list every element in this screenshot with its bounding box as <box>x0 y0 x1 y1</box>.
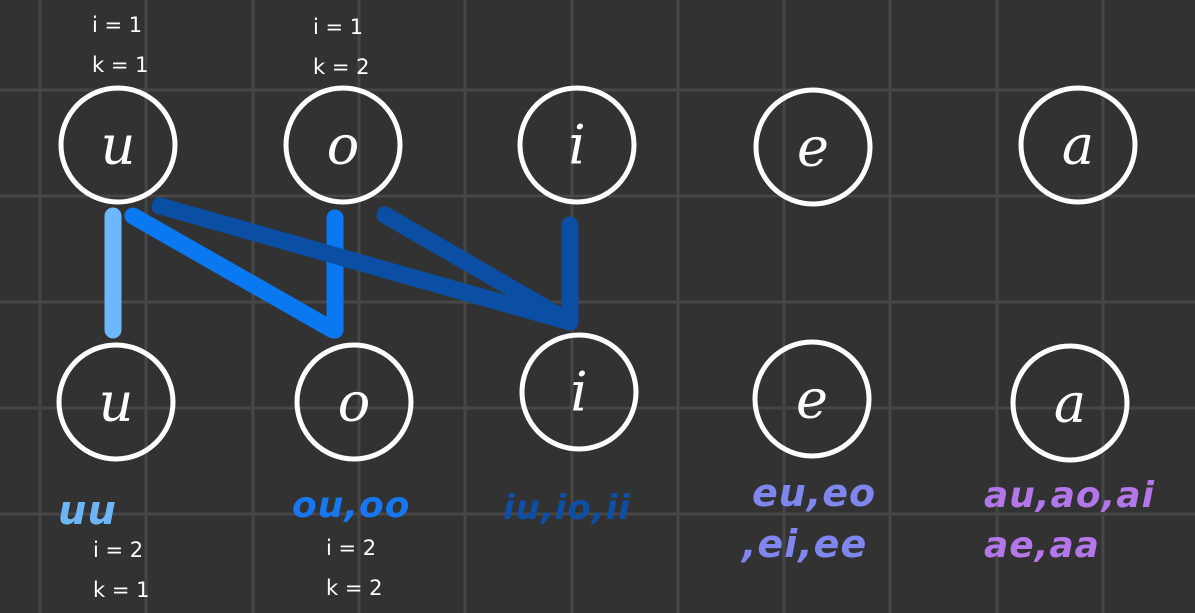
node-letter: u <box>101 114 136 177</box>
top-node-a: a <box>1018 85 1138 205</box>
top-node-u: u <box>58 85 178 205</box>
node-circle <box>1018 85 1138 205</box>
top-o-k-label: k = 2 <box>313 55 370 79</box>
combo-e-line2: ,ei,ee <box>742 522 868 566</box>
node-letter: i <box>568 114 585 177</box>
node-letter: o <box>327 114 360 177</box>
combo-i: iu,io,ii <box>503 488 632 528</box>
top-node-o: o <box>283 85 403 205</box>
bottom-o-i-label: i = 2 <box>326 536 377 560</box>
node-circle <box>1010 343 1130 463</box>
bottom-o-k-label: k = 2 <box>326 576 383 600</box>
top-node-i: i <box>517 85 637 205</box>
node-letter: i <box>570 361 587 424</box>
bottom-node-o: o <box>294 342 414 462</box>
top-node-e: e <box>753 87 873 207</box>
node-circle <box>58 85 178 205</box>
combo-a-line2: ae,aa <box>984 525 1100 566</box>
top-u-k-label: k = 1 <box>92 53 149 77</box>
node-circle <box>56 342 176 462</box>
node-letter: a <box>1054 372 1086 435</box>
bottom-u-k-label: k = 1 <box>93 578 150 602</box>
edges <box>104 197 579 339</box>
node-circle <box>294 342 414 462</box>
node-letter: u <box>99 371 134 434</box>
bottom-node-i: i <box>519 332 639 452</box>
bottom-node-e: e <box>752 339 872 459</box>
top-o-i-label: i = 1 <box>313 15 364 39</box>
bottom-u-i-label: i = 2 <box>93 538 144 562</box>
combo-u: uu <box>58 488 117 534</box>
node-letter: e <box>797 116 829 179</box>
edge-u-to-o <box>124 207 342 339</box>
combo-o: ou,oo <box>292 485 411 526</box>
node-letter: e <box>796 368 828 431</box>
bottom-node-u: u <box>56 342 176 462</box>
node-circle <box>517 85 637 205</box>
combo-e-line1: eu,eo <box>752 471 877 515</box>
node-circle <box>283 85 403 205</box>
node-circle <box>753 87 873 207</box>
node-letter: a <box>1062 114 1094 177</box>
top-u-i-label: i = 1 <box>92 13 143 37</box>
edge-o-to-i <box>376 206 579 331</box>
node-letter: o <box>338 371 371 434</box>
node-circle <box>752 339 872 459</box>
bottom-node-a: a <box>1010 343 1130 463</box>
edge-u-to-i <box>151 197 579 331</box>
combo-a-line1: au,ao,ai <box>984 475 1155 516</box>
node-circle <box>519 332 639 452</box>
